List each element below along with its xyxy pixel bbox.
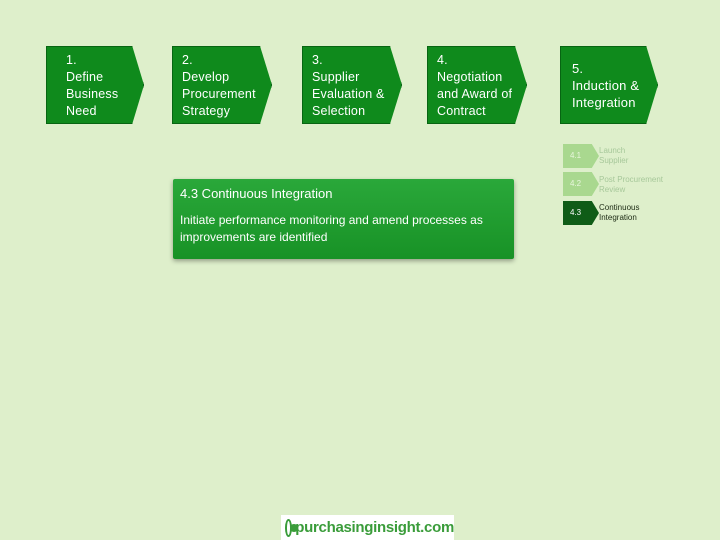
- sub-step-4-2-code: 4.2: [570, 179, 582, 188]
- step-outline: [46, 46, 144, 124]
- process-step-5[interactable]: 5. Induction & Integration: [560, 46, 658, 124]
- step-outline: [427, 46, 527, 124]
- sub-step-4-1-label: Launch Supplier: [599, 146, 629, 165]
- step-outline: [302, 46, 402, 124]
- sub-step-4-3-label: Continuous Integration: [599, 203, 640, 222]
- step-1-label: 1. Define Business Need: [66, 52, 118, 120]
- sub-step-4-1-code: 4.1: [570, 151, 582, 160]
- step-3-text: Supplier Evaluation & Selection: [312, 70, 385, 118]
- step-3-label: 3. Supplier Evaluation & Selection: [312, 52, 385, 120]
- step-2-number: 2.: [182, 53, 193, 67]
- step-1-number: 1.: [66, 53, 77, 67]
- step-5-number: 5.: [572, 61, 584, 76]
- step-outline: [172, 46, 272, 124]
- step-3-number: 3.: [312, 53, 323, 67]
- step-5-label: 5. Induction & Integration: [572, 60, 639, 111]
- step-2-label: 2. Develop Procurement Strategy: [182, 52, 256, 120]
- step-4-text: Negotiation and Award of Contract: [437, 70, 513, 118]
- step-4-label: 4. Negotiation and Award of Contract: [437, 52, 512, 120]
- sub-step-4-1[interactable]: 4.1: [563, 144, 599, 168]
- detail-description: Initiate performance monitoring and amen…: [180, 213, 483, 244]
- step-5-text: Induction & Integration: [572, 78, 640, 110]
- process-step-3[interactable]: 3. Supplier Evaluation & Selection: [302, 46, 402, 124]
- process-step-4[interactable]: 4. Negotiation and Award of Contract: [427, 46, 527, 124]
- step-2-text: Develop Procurement Strategy: [182, 70, 256, 118]
- detail-card: 4.3 Continuous Integration Initiate perf…: [173, 179, 514, 259]
- logo-mark-icon: [285, 518, 299, 537]
- sub-step-4-3[interactable]: 4.3: [563, 201, 599, 225]
- sub-step-4-2[interactable]: 4.2: [563, 172, 599, 196]
- step-1-text: Define Business Need: [66, 70, 119, 118]
- step-outline: [560, 46, 658, 124]
- sub-step-4-3-code: 4.3: [570, 208, 582, 217]
- step-4-number: 4.: [437, 53, 448, 67]
- logo-text: purchasinginsight.com: [295, 519, 454, 536]
- process-step-2[interactable]: 2. Develop Procurement Strategy: [172, 46, 272, 124]
- detail-title: 4.3 Continuous Integration: [180, 186, 333, 201]
- process-step-1[interactable]: 1. Define Business Need: [46, 46, 144, 124]
- footer-logo: purchasinginsight.com: [281, 515, 454, 540]
- sub-step-4-2-label: Post Procurement Review: [599, 175, 664, 194]
